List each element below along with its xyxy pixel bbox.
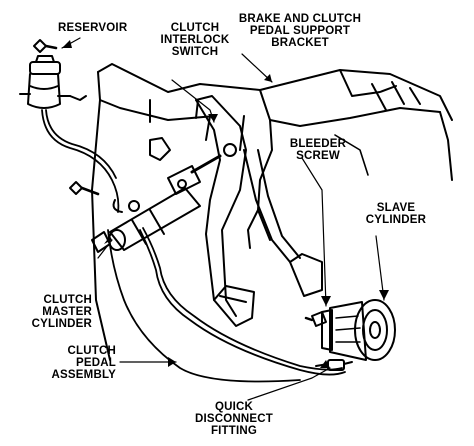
label-clutch-master-cylinder: CLUTCH MASTER CYLINDER <box>14 294 92 330</box>
label-clutch-pedal-assembly: CLUTCH PEDAL ASSEMBLY <box>40 345 116 381</box>
bolt-top <box>33 39 58 53</box>
label-slave-cylinder: SLAVE CYLINDER <box>358 202 434 226</box>
label-line: DISCONNECT <box>194 413 274 425</box>
label-clutch-interlock-switch: CLUTCH INTERLOCK SWITCH <box>156 22 234 58</box>
label-line: BRAKE AND CLUTCH <box>238 13 362 25</box>
label-line: CLUTCH <box>43 294 92 306</box>
clutch-interlock-switch <box>167 154 222 195</box>
label-line: SLAVE <box>376 202 416 214</box>
clutch-master-cylinder <box>91 187 201 253</box>
label-line: ASSEMBLY <box>51 369 116 381</box>
label-line: QUICK <box>214 401 254 413</box>
label-reservoir: RESERVOIR <box>58 22 128 34</box>
pedal-support-bracket <box>91 63 453 361</box>
label-line: FITTING <box>210 425 258 437</box>
brake-pedal <box>243 149 323 297</box>
label-line: CYLINDER <box>31 318 92 330</box>
label-line: BRACKET <box>271 37 329 49</box>
clutch-pedal-assembly <box>195 95 255 327</box>
reservoir <box>19 55 87 109</box>
label-line: SCREW <box>296 150 340 162</box>
label-line: CLUTCH <box>67 345 116 357</box>
bolt-middle <box>69 181 100 196</box>
label-line: MASTER <box>42 306 92 318</box>
label-bleeder-screw: BLEEDER SCREW <box>286 138 350 162</box>
label-line: INTERLOCK <box>160 34 230 46</box>
leader-arrows <box>62 40 389 368</box>
slave-cylinder <box>321 299 396 361</box>
label-line: CYLINDER <box>365 214 427 226</box>
label-quick-disconnect-fitting: QUICK DISCONNECT FITTING <box>188 401 280 437</box>
bleeder-screw <box>304 311 327 327</box>
label-line: SWITCH <box>171 46 219 58</box>
label-line: PEDAL <box>76 357 116 369</box>
label-pedal-support-bracket: BRAKE AND CLUTCH PEDAL SUPPORT BRACKET <box>232 13 368 49</box>
label-line: BLEEDER <box>289 138 347 150</box>
label-line: PEDAL SUPPORT <box>249 25 351 37</box>
label-line: CLUTCH <box>170 22 220 34</box>
hydraulic-lines <box>41 109 346 383</box>
